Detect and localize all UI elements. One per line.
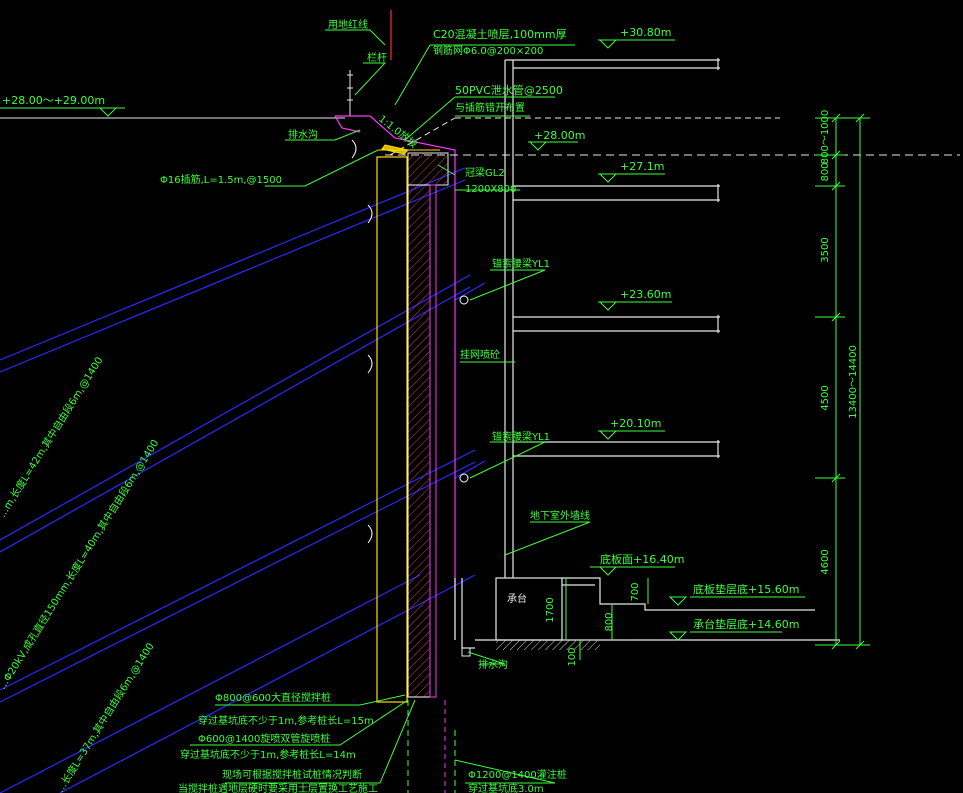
label-wale2: 锚索腰梁YL1	[492, 430, 550, 443]
crown-beam	[407, 152, 449, 186]
label-pile-sub-note: 穿过基坑底不少于1m,参考桩长L=14m	[180, 748, 356, 761]
label-anchor3: ...长度L=37m,其中自由段6m,@1400	[54, 640, 157, 793]
elev-marker-top-ground: +28.00～+29.00m	[0, 94, 125, 117]
dimension-chain	[815, 113, 870, 650]
label-pile-cap: 承台	[507, 592, 527, 605]
label-slope: 1:1.0放坡	[376, 112, 420, 150]
elev-ground: +28.00m	[528, 129, 585, 151]
label-bored-pile-note: 穿过基坑底3.0m	[468, 782, 544, 793]
label-pvc-pipe: 50PVC泄水管@2500	[455, 83, 563, 97]
elev-cap-cushion: 承台垫层底+14.60m	[668, 617, 799, 641]
dim-700: 700	[630, 582, 641, 601]
elev-ground-label: +28.00m	[534, 129, 585, 142]
cap-hatch	[496, 640, 600, 650]
mixing-pile	[407, 184, 437, 698]
elev-level4: +20.10m	[598, 417, 665, 440]
label-shotcrete: C20混凝土喷层,100mm厚	[433, 27, 567, 41]
elev-roof: +30.80m	[598, 26, 675, 49]
label-pile-main-note: 穿过基坑底不少于1m,参考桩长L=15m	[198, 714, 374, 727]
anchor-lines	[0, 167, 486, 793]
elev-slab-cushion: 底板垫层底+15.60m	[668, 582, 805, 606]
dim-800: 800	[820, 162, 831, 181]
elev-level3-label: +23.60m	[620, 288, 671, 301]
label-drain-bottom: 排水沟	[478, 658, 508, 671]
dim-4500: 4500	[820, 385, 831, 410]
dim-800b: 800	[604, 612, 615, 631]
label-basement-wall: 地下室外墙线	[530, 509, 590, 522]
elev-slab-bottom-label: 底板面+16.40m	[600, 552, 684, 566]
elev-top-ground-label: +28.00～+29.00m	[2, 94, 105, 107]
cap-dimensions	[565, 578, 649, 660]
elev-slab-cushion-label: 底板垫层底+15.60m	[693, 582, 799, 596]
bored-pile	[376, 156, 408, 703]
label-bored-pile: Φ1200@1400灌注桩	[468, 768, 567, 781]
label-wale1: 锚索腰梁YL1	[492, 257, 550, 270]
label-pile-main: Φ800@600大直径搅拌桩	[215, 691, 331, 704]
label-railing: 栏杆	[367, 51, 387, 64]
label-site-note: 现场可根据搅拌桩试桩情况判断	[222, 768, 362, 781]
elev-level3: +23.60m	[598, 288, 672, 311]
label-pile-sub: Φ600@1400旋喷双管旋喷桩	[198, 732, 330, 745]
drain-bottom	[461, 648, 471, 657]
label-mesh: 钢筋网Φ6.0@200×200	[433, 44, 543, 57]
dim-1700: 1700	[545, 597, 556, 622]
label-land-line: 用地红线	[328, 18, 368, 31]
elev-level4-label: +20.10m	[610, 417, 661, 430]
dim-3500: 3500	[820, 237, 831, 262]
slope-edge	[334, 115, 456, 640]
elev-cap-cushion-label: 承台垫层底+14.60m	[693, 617, 799, 631]
label-site-note2: 当搅拌桩遇地层硬时要采用土层置换工艺施工	[178, 782, 378, 793]
label-dowel: Φ16插筋,L=1.5m,@1500	[160, 173, 282, 186]
label-crown-size: 1200X800	[465, 184, 516, 195]
anchor-heads	[351, 139, 469, 544]
drain-top	[378, 144, 440, 155]
label-pvc-note: 与插筋错开布置	[455, 101, 525, 114]
dim-4600: 4600	[820, 549, 831, 574]
dim-top: 800～1000	[820, 110, 831, 165]
label-crown-beam: 冠梁GL2	[465, 166, 505, 179]
leader-lines	[190, 29, 591, 793]
dim-total: 13400～14400	[848, 345, 859, 419]
building-structure	[454, 58, 840, 649]
dim-100: 100	[567, 647, 578, 666]
label-mesh-shot: 挂网喷砼	[460, 348, 500, 361]
railing	[347, 70, 353, 116]
elev-level2: +27.1m	[598, 160, 665, 183]
elev-roof-label: +30.80m	[620, 26, 671, 39]
label-drain-top: 排水沟	[288, 128, 318, 141]
elev-slab-bottom: 底板面+16.40m	[590, 552, 684, 576]
elev-level2-label: +27.1m	[620, 160, 664, 173]
label-anchor1: ...m,长度L=42m,其中自由段6m,@1400	[0, 354, 106, 519]
